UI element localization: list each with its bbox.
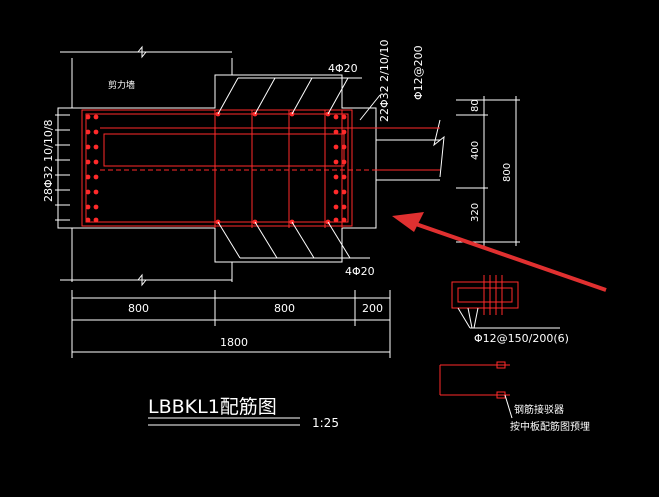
- leader-lines: [217, 77, 381, 259]
- coupler-leader: [504, 394, 513, 419]
- stirrup-top-label: Φ12@200: [412, 45, 425, 100]
- dim-right-3: 320: [470, 203, 481, 222]
- coupler-note-1: 钢筋接驳器: [514, 403, 564, 416]
- coupler-note-2: 按中板配筋图预埋: [510, 420, 590, 433]
- title-underline: [148, 417, 300, 426]
- side-bars-label: 28Φ32 10/10/8: [42, 119, 55, 202]
- stirrup-detail-label: Φ12@150/200(6): [474, 332, 569, 345]
- dim-total: 1800: [220, 336, 248, 349]
- stirrup-leaders: [457, 307, 560, 329]
- dim-right-total: 800: [502, 163, 513, 182]
- rebar-cage: [81, 109, 440, 228]
- right-bars-label: 22Φ32 2/10/10: [378, 39, 391, 122]
- dim-right-2: 400: [470, 141, 481, 160]
- dimension-lines-bottom: [71, 290, 391, 358]
- coupler-detail: [439, 361, 510, 399]
- dimension-lines-right: [456, 96, 520, 246]
- top-bars-label: 4Φ20: [328, 62, 358, 75]
- drawing-scale: 1:25: [312, 416, 339, 430]
- pointer-arrow: [392, 212, 607, 292]
- dim-right-1: 80: [470, 99, 481, 112]
- stirrup-detail: [451, 275, 519, 315]
- dim-bottom-3: 200: [362, 302, 383, 315]
- drawing-title: LBBKL1配筋图: [148, 396, 277, 418]
- rebar-dots: [85, 111, 347, 225]
- dim-bottom-1: 800: [128, 302, 149, 315]
- dim-bottom-2: 800: [274, 302, 295, 315]
- bottom-bars-label: 4Φ20: [345, 265, 375, 278]
- wall-label: 剪力墙: [108, 79, 135, 91]
